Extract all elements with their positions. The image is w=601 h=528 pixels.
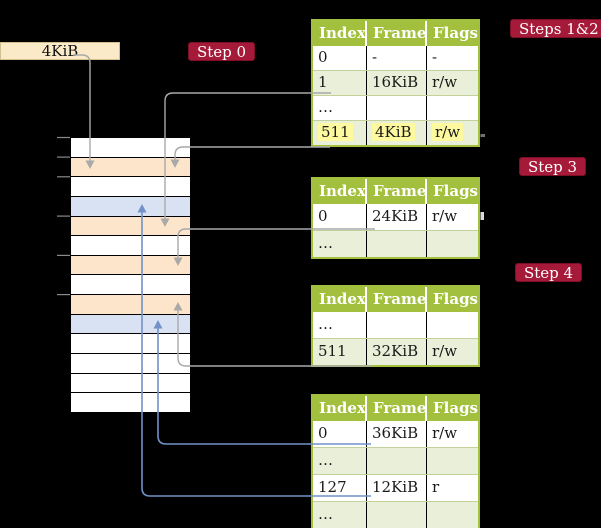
table-3-header: Index Frame Flags: [313, 287, 478, 312]
header-flags: Flags: [433, 290, 478, 308]
cell-index: 0: [313, 421, 367, 447]
cell-frame: 32KiB: [367, 339, 427, 365]
cell-flags: -: [432, 48, 438, 66]
header-flags: Flags: [433, 399, 478, 417]
cell-frame: 4KiB: [367, 121, 427, 145]
header-flags: Flags: [433, 182, 478, 200]
memory-row-white: [71, 138, 190, 158]
table-row: 127 12KiB r: [313, 474, 478, 501]
table-1-header: Index Frame Flags: [313, 21, 478, 46]
header-frame: Frame: [367, 396, 427, 421]
page-table-2: Index Frame Flags 0 24KiB r/w …: [311, 177, 480, 259]
table-row: 0 24KiB r/w: [313, 204, 478, 230]
header-frame: Frame: [367, 179, 427, 204]
page-table-1: Index Frame Flags 0 - - 1 16KiB r/w … 51…: [311, 19, 480, 147]
cell-flags: [427, 96, 478, 120]
cell-index: …: [313, 448, 367, 474]
cell-index: 1: [313, 71, 367, 95]
table-row: …: [313, 312, 478, 338]
cell-frame: -: [367, 46, 427, 70]
page-table-3: Index Frame Flags … 511 32KiB r/w: [311, 285, 480, 367]
table-row: 1 16KiB r/w: [313, 70, 478, 95]
table-4-header: Index Frame Flags: [313, 396, 478, 421]
memory-row-orange: [71, 216, 190, 237]
cell-flags: [427, 502, 478, 528]
badge-steps-1-2: Steps 1&2: [510, 19, 601, 38]
highlighted-value: 4KiB: [372, 123, 415, 141]
cell-frame: [367, 231, 427, 257]
memory-row-white: [71, 236, 190, 256]
cell-index: 0: [313, 204, 367, 230]
memory-row-white: [71, 275, 190, 296]
table-row-highlighted: 511 4KiB r/w: [313, 120, 478, 145]
cell-index: …: [313, 312, 367, 338]
badge-step-3: Step 3: [519, 157, 587, 176]
memory-row-orange: [71, 157, 190, 178]
cell-flags: r/w: [432, 342, 458, 360]
table-row: 511 32KiB r/w: [313, 338, 478, 365]
cell-flags: r/w: [432, 424, 458, 442]
cell-index: 511: [313, 121, 367, 145]
cell-index: …: [313, 502, 367, 528]
header-flags: Flags: [433, 24, 478, 42]
arrow-t1-511-to-memory: [170, 146, 330, 168]
highlighted-value: 511: [318, 123, 353, 141]
memory-row-white: [71, 354, 190, 374]
cell-frame: [367, 312, 427, 338]
badge-step-4: Step 4: [515, 263, 583, 282]
cell-frame: 36KiB: [367, 421, 427, 447]
table-row: …: [313, 501, 478, 528]
cell-flags: [427, 312, 478, 338]
table-row: 0 - -: [313, 46, 478, 70]
memory-row-white: [71, 177, 190, 197]
highlighted-value: r/w: [432, 123, 464, 141]
memory-column: [70, 137, 191, 413]
cell-flags: r/w: [427, 121, 478, 145]
frame-size-label: 4KiB: [41, 42, 79, 60]
cell-index: 127: [313, 475, 367, 501]
cell-flags: r: [432, 478, 440, 496]
memory-row-blue: [71, 314, 190, 335]
table-row: …: [313, 95, 478, 120]
cell-flags: r/w: [432, 73, 458, 91]
header-index: Index: [313, 287, 367, 312]
memory-row-orange: [71, 255, 190, 276]
cell-frame: 16KiB: [367, 71, 427, 95]
header-frame: Frame: [367, 287, 427, 312]
cell-flags: [427, 231, 478, 257]
cell-index: …: [313, 96, 367, 120]
memory-row-white: [71, 373, 190, 394]
cell-index: 0: [313, 46, 367, 70]
cell-frame: [367, 96, 427, 120]
cell-index: …: [313, 231, 367, 257]
memory-tick-marks: [57, 136, 70, 296]
page-table-4: Index Frame Flags 0 36KiB r/w … 127 12Ki…: [311, 394, 480, 528]
header-index: Index: [313, 21, 367, 46]
table-row: …: [313, 230, 478, 257]
header-index: Index: [313, 179, 367, 204]
cell-flags: [427, 448, 478, 474]
frame-size-box: 4KiB: [0, 42, 120, 60]
memory-row-white: [71, 393, 190, 412]
header-frame: Frame: [367, 21, 427, 46]
cell-frame: 12KiB: [367, 475, 427, 501]
cell-frame: [367, 448, 427, 474]
badge-step-0: Step 0: [188, 42, 256, 61]
memory-row-white: [71, 334, 190, 355]
table-row: …: [313, 447, 478, 474]
cell-frame: 24KiB: [367, 204, 427, 230]
cell-index: 511: [313, 339, 367, 365]
memory-row-blue: [71, 196, 190, 217]
table-row: 0 36KiB r/w: [313, 421, 478, 447]
table-2-header: Index Frame Flags: [313, 179, 478, 204]
cell-flags: r/w: [432, 207, 458, 225]
cell-frame: [367, 502, 427, 528]
header-index: Index: [313, 396, 367, 421]
cropped-connector-stubs: [480, 134, 485, 220]
memory-row-orange: [71, 295, 190, 315]
